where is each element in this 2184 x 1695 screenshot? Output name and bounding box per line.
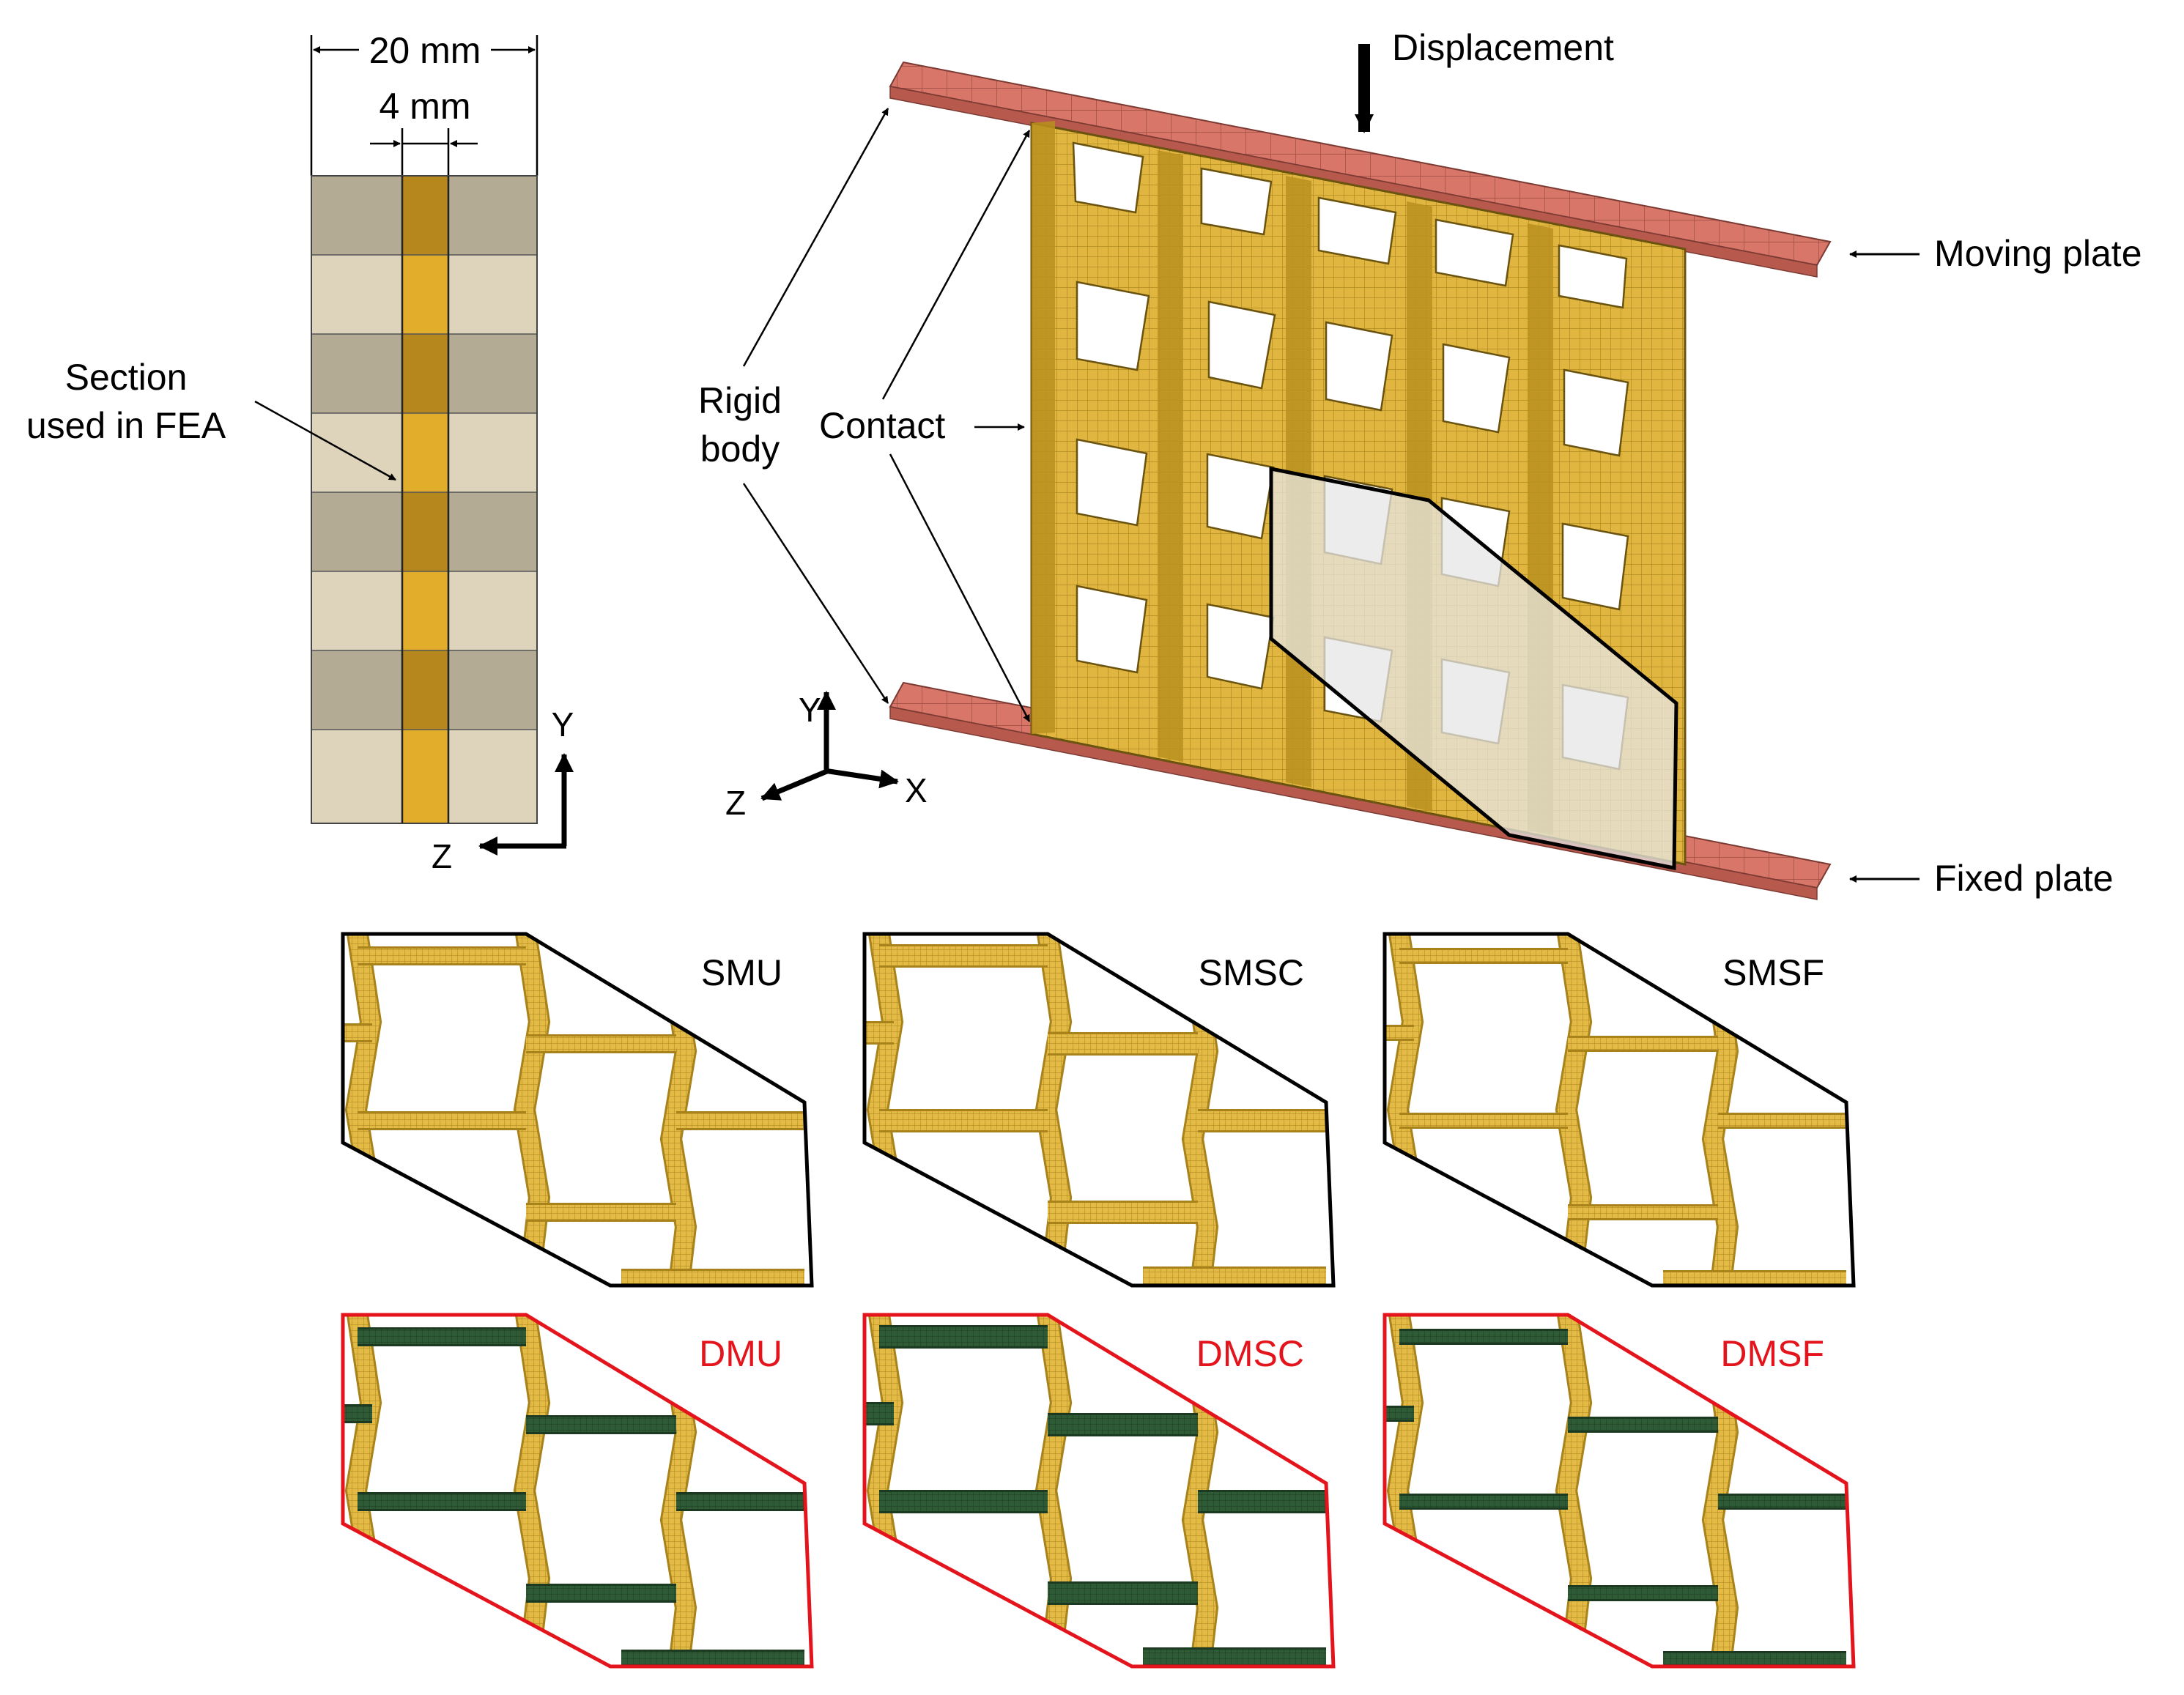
rigid-body-label-line2: body [700, 429, 780, 470]
panel-outline [341, 932, 814, 1288]
rigid-body-arrow-top [742, 108, 889, 367]
width-label: 20 mm [369, 30, 481, 71]
displacement-label: Displacement [1392, 27, 1614, 68]
contact-arrow-top [881, 130, 1031, 400]
single-material-panel: SMU [341, 932, 814, 1288]
section-label-line1: Section [65, 357, 188, 398]
dual-material-panel: DMU [341, 1313, 814, 1669]
section-axes [478, 753, 574, 856]
variant-label: DMSC [1196, 1333, 1304, 1374]
rigid-body-label-line1: Rigid [698, 380, 782, 421]
ligament-vertical [1557, 1315, 1591, 1666]
single-material-panel: SMSF [1382, 932, 1856, 1288]
width-dimension [310, 35, 538, 176]
panel-outline [1382, 932, 1856, 1288]
cross-section-panel: 20 mm 4 mm [26, 30, 574, 875]
contact-label: Contact [819, 405, 945, 446]
contact-arrow-bottom [889, 453, 1031, 722]
main-axes [760, 691, 899, 801]
dual-material-panel: DMSC [862, 1313, 1336, 1669]
fea-region-highlight [1269, 466, 1678, 871]
axis-z-label: Z [432, 837, 452, 875]
rigid-body-arrow-bottom [742, 483, 889, 704]
variant-label: DMU [699, 1333, 782, 1374]
main-axis-x-label: X [905, 771, 928, 809]
dual-material-panel: DMSF [1382, 1313, 1856, 1669]
variant-label: DMSF [1720, 1333, 1824, 1374]
ligament-vertical [1557, 934, 1591, 1286]
moving-plate-label: Moving plate [1934, 233, 2142, 274]
panel-outline [862, 932, 1336, 1288]
inner-width-label: 4 mm [380, 86, 471, 127]
panel-outline [862, 1313, 1336, 1669]
main-axis-z-label: Z [725, 784, 746, 822]
ligament-vertical [515, 934, 549, 1286]
variant-label: SMSC [1199, 952, 1304, 993]
single-material-panel: SMSC [862, 932, 1336, 1288]
ligament-vertical [515, 1315, 549, 1666]
panel-outline [1382, 1313, 1856, 1669]
variant-label: SMU [701, 952, 782, 993]
section-pointer-arrow [254, 400, 396, 481]
axis-y-label: Y [552, 705, 574, 743]
panel-outline [341, 1313, 814, 1669]
section-label-line2: used in FEA [26, 405, 226, 446]
main-axis-y-label: Y [799, 691, 821, 729]
lattice-model: Displacement Moving plate Fixed plate Ri… [698, 27, 2142, 900]
fixed-plate-label: Fixed plate [1934, 858, 2114, 899]
variant-label: SMSF [1722, 952, 1824, 993]
variant-panels: SMU SMSC SMSF DMU DMSC DMSF [341, 932, 1856, 1669]
section-block [311, 175, 538, 824]
